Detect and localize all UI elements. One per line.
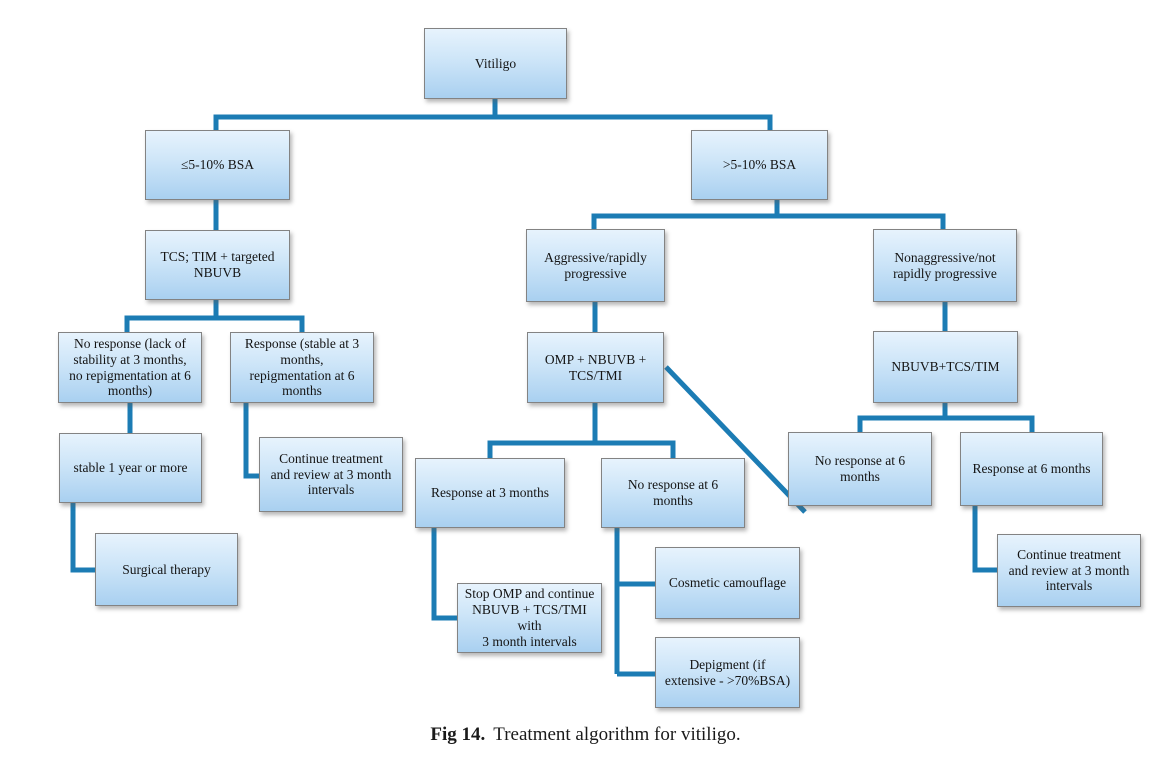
connector [972,506,998,573]
node-tcs-tim-targeted-nbuvb-label: TCS; TIM + targeted NBUVB [160,249,275,280]
node-aggressive-progressive-label: Aggressive/rapidly progressive [544,249,647,281]
node-no-response-6-months-right-label: No response at 6 months [814,453,906,484]
node-aggressive-progressive: Aggressive/rapidly progressive [526,229,665,302]
node-no-response-left: No response (lack of stability at 3 mont… [58,332,202,403]
connector [431,528,458,621]
connector [243,403,260,479]
node-omp-nbuvb-tcs-tmi-label: OMP + NBUVB + TCS/TMI [544,351,647,383]
node-stop-omp-continue-label: Stop OMP and continue NBUVB + TCS/TMI wi… [464,586,595,649]
node-response-left-label: Response (stable at 3 months, repigmenta… [244,335,360,399]
node-nonaggressive: Nonaggressive/not rapidly progressive [873,229,1017,302]
connector [70,503,96,573]
node-no-response-6-months-mid-label: No response at 6 months [627,477,719,508]
node-stable-1-year-label: stable 1 year or more [73,460,188,476]
connector-diagonal [664,365,807,514]
connector [124,315,305,332]
node-nbuvb-tcs-tim-label: NBUVB+TCS/TIM [891,359,1000,375]
node-continue-treatment-right: Continue treatment and review at 3 month… [997,534,1141,607]
figure-caption-number: Fig 14. [430,724,486,745]
node-vitiligo: Vitiligo [424,28,567,99]
node-response-3-months-label: Response at 3 months [430,485,550,501]
connector [487,440,676,458]
node-response-left: Response (stable at 3 months, repigmenta… [230,332,374,403]
node-no-response-6-months-mid: No response at 6 months [601,458,745,528]
node-cosmetic-camouflage-label: Cosmetic camouflage [668,575,787,591]
node-nonaggressive-label: Nonaggressive/not rapidly progressive [893,249,997,281]
node-cosmetic-camouflage: Cosmetic camouflage [655,547,800,619]
node-stable-1-year: stable 1 year or more [59,433,202,503]
node-continue-treatment-left-label: Continue treatment and review at 3 month… [270,450,392,498]
node-omp-nbuvb-tcs-tmi: OMP + NBUVB + TCS/TMI [527,332,664,403]
connector [213,114,773,130]
connector [857,415,1035,432]
node-no-response-left-label: No response (lack of stability at 3 mont… [69,335,191,399]
node-bsa-gt-5-10: >5-10% BSA [691,130,828,200]
node-bsa-lte-5-10-label: ≤5-10% BSA [180,157,255,173]
node-bsa-gt-5-10-label: >5-10% BSA [722,157,797,173]
figure-caption-text: Treatment algorithm for vitiligo. [493,724,741,745]
node-bsa-lte-5-10: ≤5-10% BSA [145,130,290,200]
node-depigment-label: Depigment (if extensive - >70%BSA) [664,656,791,688]
node-surgical-therapy-label: Surgical therapy [122,561,211,577]
node-response-6-months-label: Response at 6 months [972,461,1091,477]
node-surgical-therapy: Surgical therapy [95,533,238,606]
node-tcs-tim-targeted-nbuvb: TCS; TIM + targeted NBUVB [145,230,290,300]
node-depigment: Depigment (if extensive - >70%BSA) [655,637,800,708]
connector [591,213,946,230]
node-response-3-months: Response at 3 months [415,458,565,528]
node-response-6-months: Response at 6 months [960,432,1103,506]
node-continue-treatment-left: Continue treatment and review at 3 month… [259,437,403,512]
node-vitiligo-label: Vitiligo [474,55,517,71]
node-stop-omp-continue: Stop OMP and continue NBUVB + TCS/TMI wi… [457,583,602,653]
node-nbuvb-tcs-tim: NBUVB+TCS/TIM [873,331,1018,403]
node-no-response-6-months-right: No response at 6 months [788,432,932,506]
figure-caption: Fig 14. Treatment algorithm for vitiligo. [0,724,1171,746]
node-continue-treatment-right-label: Continue treatment and review at 3 month… [1008,546,1130,594]
